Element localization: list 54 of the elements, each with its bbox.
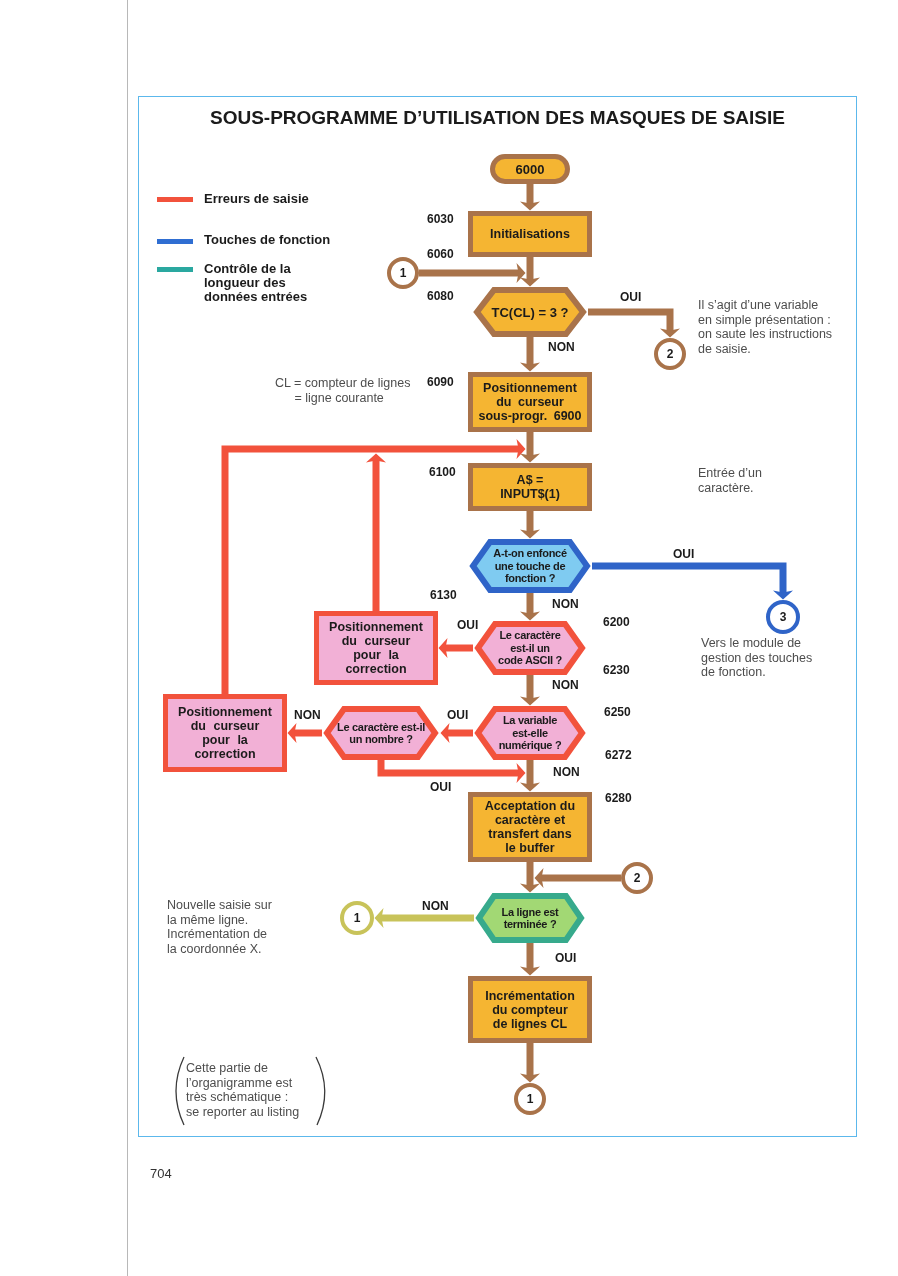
diagram-title: SOUS-PROGRAMME D’UTILISATION DES MASQUES DE SAISIE: [210, 107, 785, 129]
legend-label: Erreurs de saisie: [204, 192, 309, 206]
process-box: Positionnement du curseur pour la correction: [163, 694, 287, 772]
decision-hexagon: A-t-on enfoncé une touche de fonction ?: [468, 539, 592, 593]
process-box: Incrémentation du compteur de lignes CL: [468, 976, 592, 1043]
process-box: Positionnement du curseur pour la correction: [314, 611, 438, 685]
arrow: [534, 868, 621, 888]
start-terminal: 6000: [490, 154, 570, 184]
edge-label: NON: [552, 679, 579, 692]
line-number: 6272: [605, 749, 632, 762]
edge-label: NON: [294, 709, 321, 722]
edge-label: NON: [552, 598, 579, 611]
line-number: 6080: [427, 290, 454, 303]
decision-hexagon: TC(CL) = 3 ?: [472, 287, 588, 337]
decision-hexagon: La ligne est terminée ?: [474, 893, 586, 943]
edge-label: OUI: [447, 709, 469, 722]
arrow: [520, 432, 540, 463]
process-box: Initialisations: [468, 211, 592, 257]
process-box: Acceptation du caractère et transfert dans le buffer: [468, 792, 592, 862]
process-box: A$ = INPUT$(1): [468, 463, 592, 511]
decision-hexagon: Le caractère est-il un nombre ?: [322, 706, 440, 760]
arrow: [366, 453, 386, 611]
edge-label: NON: [553, 766, 580, 779]
line-number: 6230: [603, 664, 630, 677]
page-number: 704: [150, 1166, 172, 1181]
edge-label: OUI: [457, 619, 479, 632]
line-number: 6130: [430, 589, 457, 602]
edge-label: OUI: [673, 548, 695, 561]
arrow: [520, 511, 540, 539]
line-number: 6030: [427, 213, 454, 226]
decision-hexagon: La variable est-elle numérique ?: [473, 706, 587, 760]
line-number: 6250: [604, 706, 631, 719]
annotation: Nouvelle saisie sur la même ligne. Incrémentation de la coordonnée X.: [167, 898, 273, 956]
annotation: Entrée d’un caractère.: [698, 466, 763, 495]
line-number: 6060: [427, 248, 454, 261]
edge-label: NON: [548, 341, 575, 354]
edge-label: NON: [422, 900, 449, 913]
annotation: CL = compteur de lignes = ligne courante: [275, 376, 412, 405]
line-number: 6200: [603, 616, 630, 629]
arrow: [419, 263, 526, 283]
annotation: Vers le module de gestion des touches de fonction.: [701, 636, 814, 680]
arrow: [520, 1043, 540, 1083]
legend-label: Touches de fonction: [204, 233, 331, 247]
annotation: Il s’agit d’une variable en simple présentation : on saute les instructions de saisie.: [698, 298, 834, 356]
edge-label: OUI: [620, 291, 642, 304]
arrow: [520, 184, 540, 211]
legend-label: Contrôle de la longueur des données entrées: [204, 262, 309, 304]
edge-label: OUI: [555, 952, 577, 965]
annotation: Cette partie de l’organigramme est très schématique : se reporter au listing: [186, 1061, 301, 1119]
process-box: Positionnement du curseur sous-progr. 6900: [468, 372, 592, 432]
line-number: 6280: [605, 792, 632, 805]
edge-label: OUI: [430, 781, 452, 794]
line-number: 6090: [427, 376, 454, 389]
line-number: 6100: [429, 466, 456, 479]
